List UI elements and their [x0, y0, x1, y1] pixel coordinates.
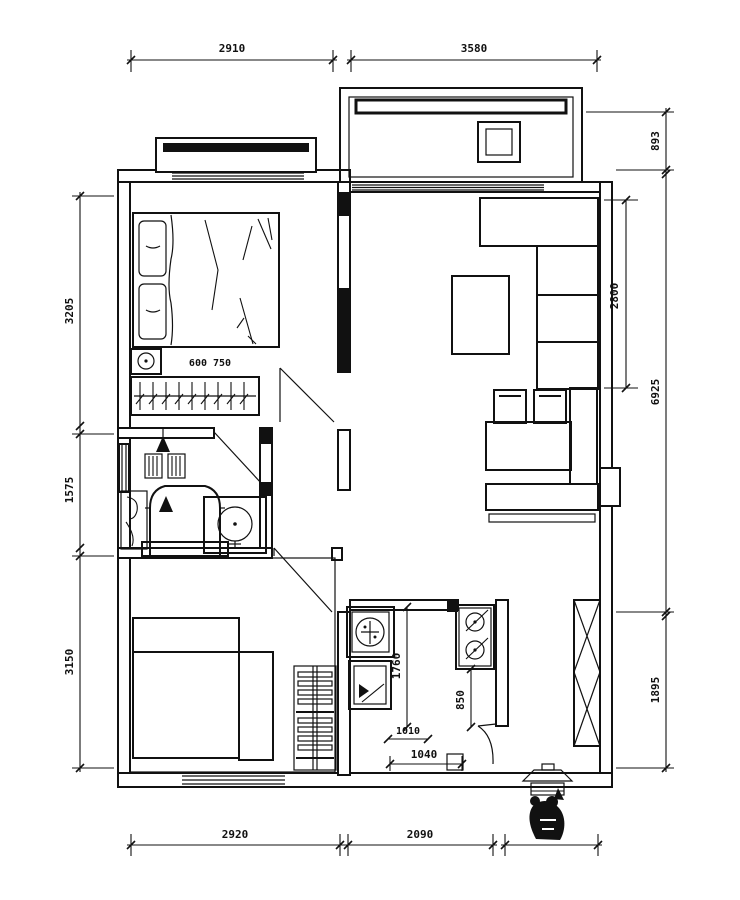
- dim-range-width: 850: [454, 664, 476, 732]
- person-figure: [529, 788, 565, 840]
- dim-left-1-label: 3205: [63, 298, 76, 325]
- dim-range-width-label: 850: [454, 690, 467, 710]
- pillow: [138, 220, 167, 277]
- dim-right-2-label: 6925: [649, 379, 662, 406]
- washbasin: [203, 496, 267, 554]
- dim-bottom: 2920 2090: [126, 828, 603, 856]
- dim-left: 3205 1575 3150: [63, 191, 114, 773]
- entry-door: [446, 723, 497, 771]
- dining-table: [485, 421, 572, 471]
- bedroom2-door-swing: [273, 547, 333, 613]
- bathroom-door-swing: [213, 431, 263, 485]
- dim-top-right-label: 3580: [461, 42, 488, 55]
- canopy-symbol: [521, 763, 574, 796]
- bathroom-window: [118, 443, 130, 493]
- dim-counter-width: 1010: [383, 726, 433, 744]
- bedroom2: [132, 547, 337, 771]
- shower: [144, 428, 186, 479]
- side-cabinet: [569, 387, 598, 485]
- dim-bottom-2-label: 2090: [407, 828, 434, 841]
- duct-shaft: [573, 599, 601, 747]
- bedroom1-door-swing: [279, 367, 335, 423]
- radiator-rack: [293, 665, 337, 771]
- dim-kitchen-depth-label: 1760: [390, 653, 403, 680]
- dim-top-left-label: 2910: [219, 42, 246, 55]
- dim-kitchen-depth: 1760: [390, 602, 412, 732]
- bay-window: [155, 137, 317, 173]
- dim-counter-width-label: 1010: [396, 726, 420, 737]
- dim-right-3-label: 1895: [649, 677, 662, 704]
- stools: [493, 389, 567, 424]
- dim-entry-width-label: 1040: [411, 748, 438, 761]
- coffee-table: [451, 275, 510, 355]
- balcony: [339, 87, 583, 185]
- walls: [117, 87, 621, 788]
- single-bed: [132, 617, 274, 761]
- bathroom: [118, 428, 267, 557]
- wall-bathroom-top: [117, 427, 215, 439]
- side-shelf: [120, 490, 148, 550]
- nightstand-lamp: [130, 348, 162, 375]
- wardrobe-hangers: [130, 376, 260, 416]
- dim-bottom-1-label: 2920: [222, 828, 249, 841]
- dim-entry-width: 1040: [385, 748, 467, 771]
- kitchen: 1760 850 1010 1040: [346, 602, 497, 771]
- bedroom2-inner-outline: [129, 557, 336, 773]
- toilet: [141, 485, 229, 557]
- wall-kitchen-right: [495, 599, 509, 727]
- pillow: [138, 283, 167, 340]
- dim-left-3-label: 3150: [63, 649, 76, 676]
- living-room: 2800: [451, 195, 638, 523]
- washing-machine: [348, 660, 392, 710]
- dim-right: 893 6925 1895: [586, 107, 674, 773]
- dim-left-2-label: 1575: [63, 477, 76, 504]
- dim-sofa-run-label: 2800: [608, 283, 621, 310]
- kitchen-sink: [346, 606, 395, 658]
- sofa: [536, 245, 599, 390]
- master-bedroom: 600 750: [130, 212, 335, 423]
- cooktop: [455, 604, 495, 670]
- low-cabinet-base: [488, 513, 596, 523]
- dim-right-1-label: 893: [649, 131, 662, 151]
- wall-kitchen-top: [349, 599, 459, 611]
- nightstand-dim-label: 600 750: [189, 358, 231, 369]
- tv-cabinet: [479, 197, 599, 247]
- low-cabinet: [485, 483, 599, 511]
- dim-top: 2910 3580: [126, 42, 602, 72]
- dim-sofa-run: 2800: [604, 195, 638, 393]
- double-bed: [132, 212, 280, 348]
